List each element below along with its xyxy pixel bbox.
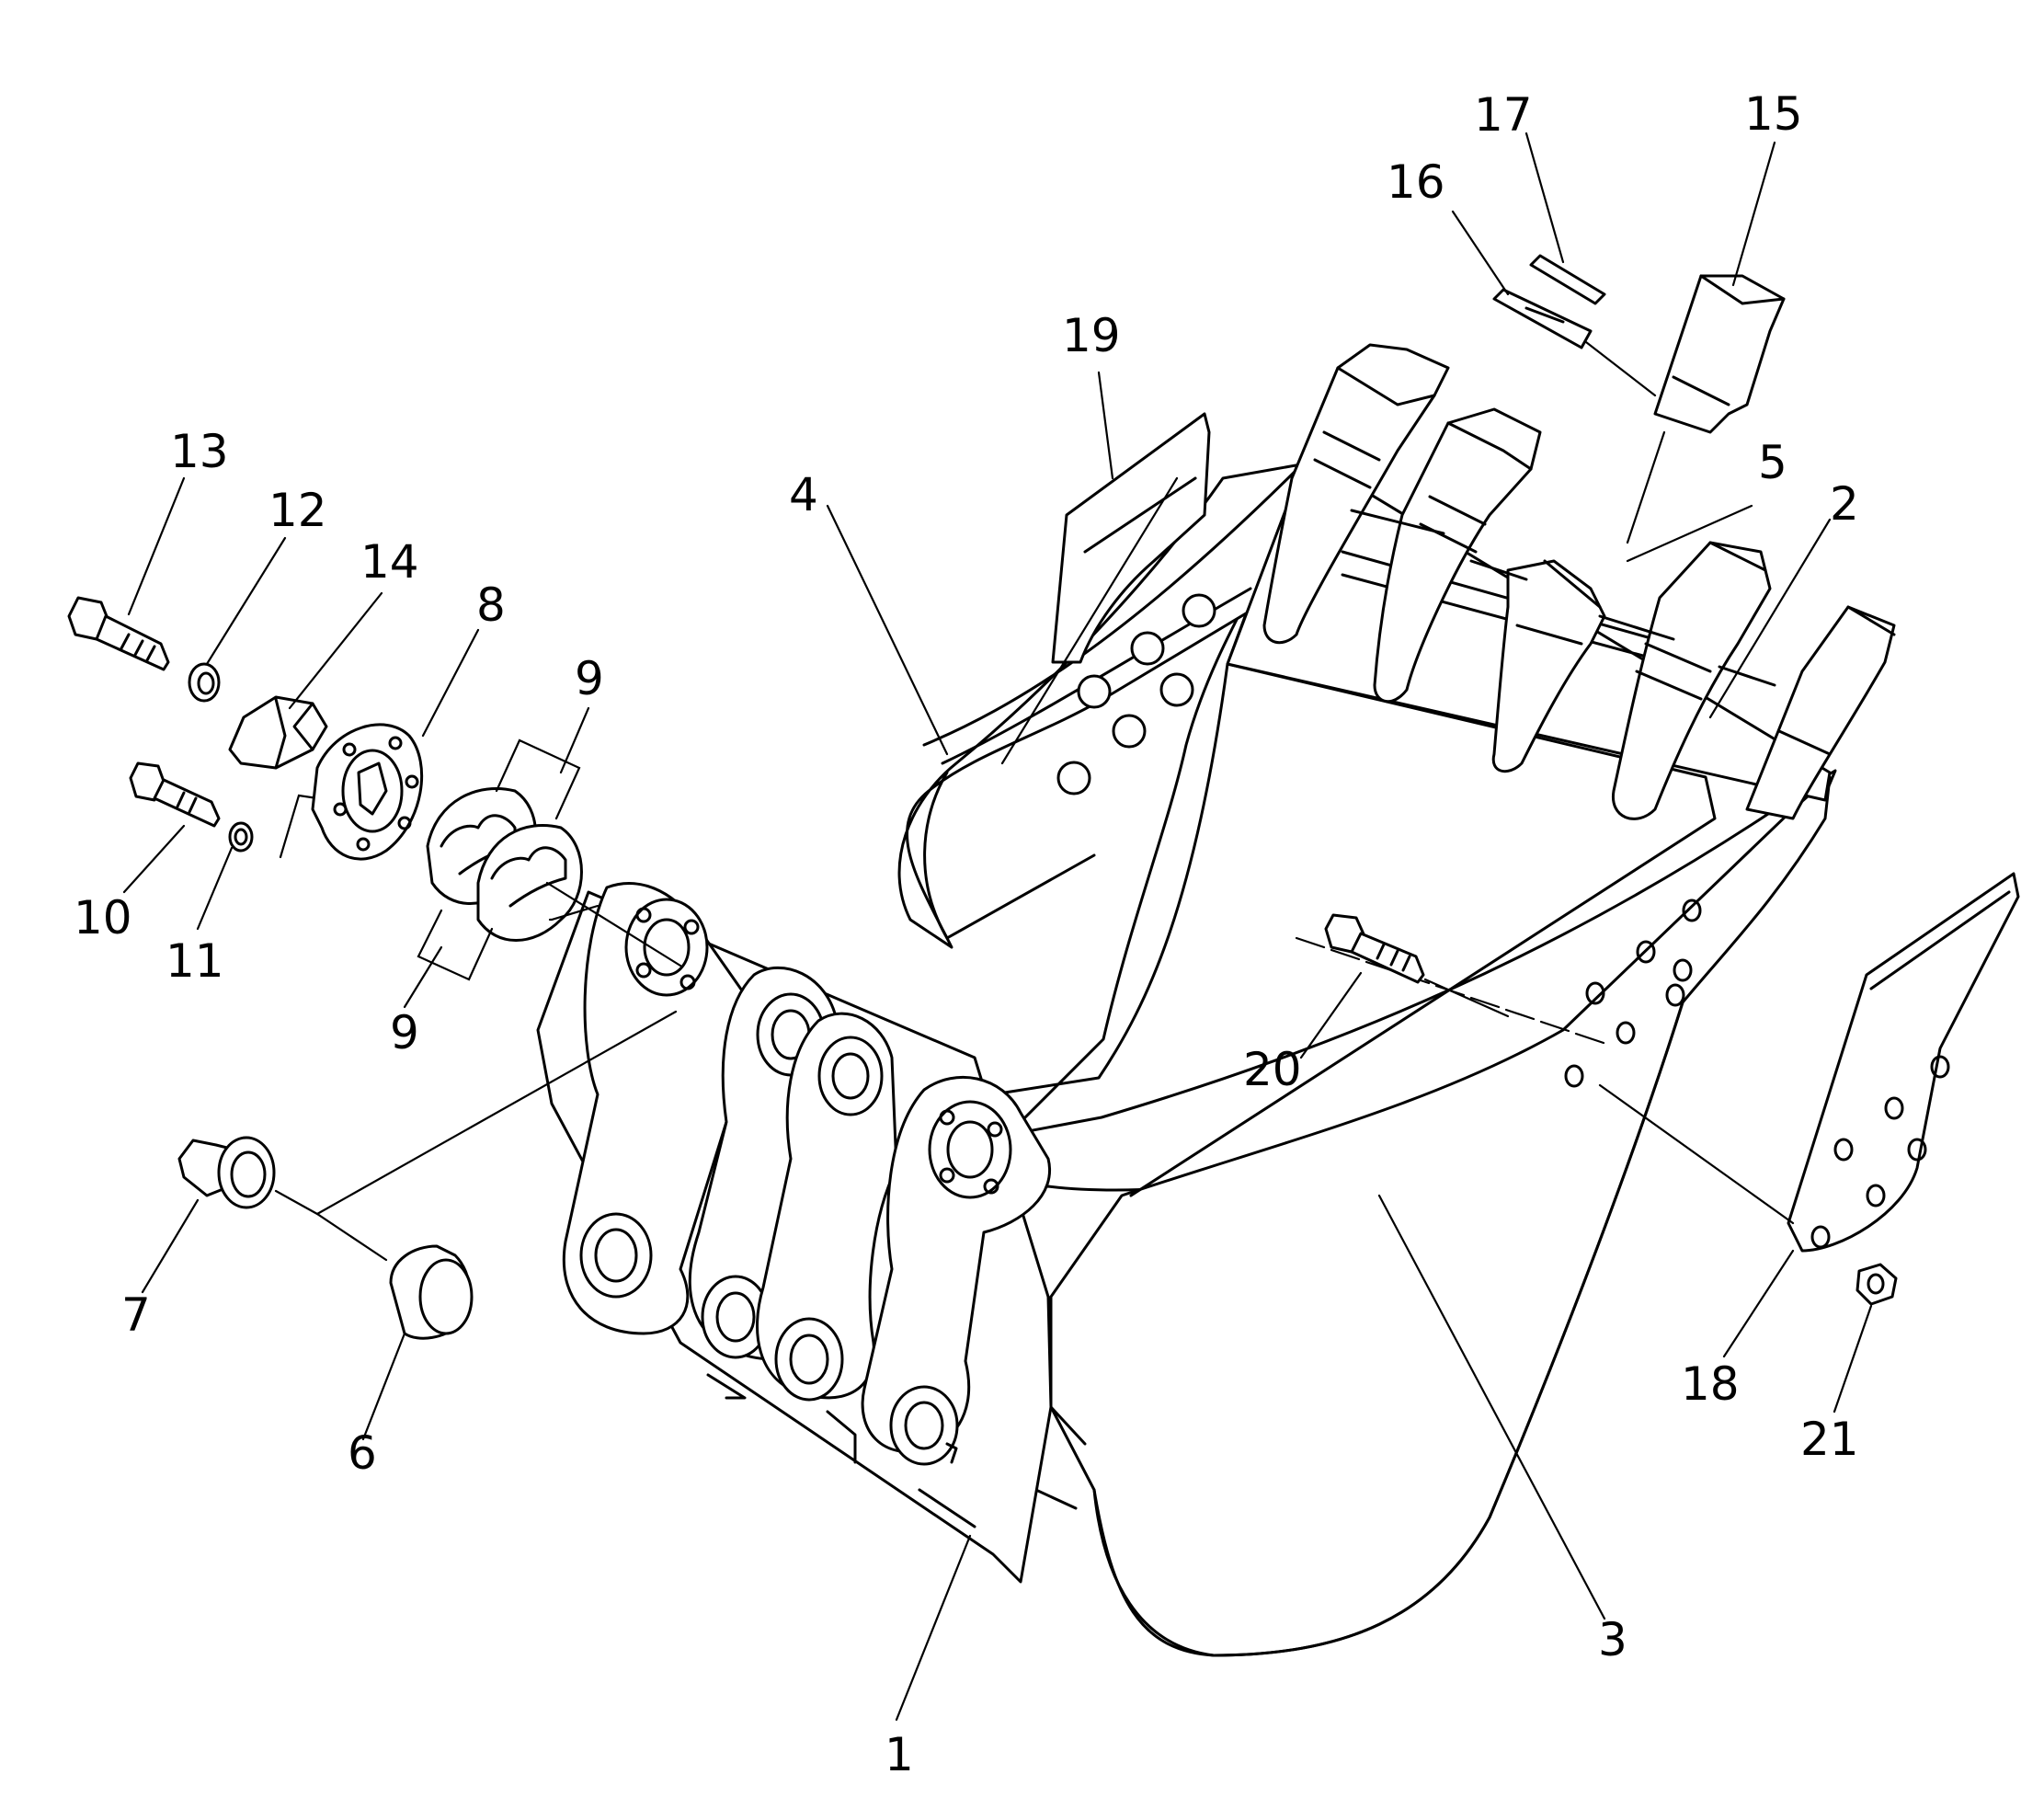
callout-2: 2 bbox=[1830, 477, 1859, 531]
callout-14: 14 bbox=[360, 535, 419, 589]
side-plate-bolts bbox=[1056, 593, 1216, 796]
callout-10: 10 bbox=[74, 891, 132, 944]
callout-7: 7 bbox=[121, 1288, 151, 1342]
callout-labels: 1 2 3 4 5 6 7 8 9 9 10 11 12 13 14 15 16… bbox=[74, 87, 1859, 1781]
flange-8 bbox=[311, 723, 424, 861]
shims-9 bbox=[417, 738, 583, 981]
callout-11: 11 bbox=[166, 934, 224, 988]
tooth-5 bbox=[1745, 605, 1896, 820]
callout-3: 3 bbox=[1598, 1613, 1627, 1666]
tooth-1 bbox=[1262, 343, 1450, 645]
callout-13: 13 bbox=[170, 425, 229, 478]
callout-4: 4 bbox=[789, 468, 818, 521]
callout-19: 19 bbox=[1062, 309, 1121, 362]
bushing-7 bbox=[177, 1136, 276, 1209]
exploded-tooth-parts bbox=[1492, 254, 1786, 544]
callout-9-top: 9 bbox=[575, 652, 604, 705]
hinge-brackets bbox=[536, 882, 1053, 1584]
washer-12 bbox=[188, 662, 221, 703]
callout-6: 6 bbox=[348, 1426, 377, 1480]
bolt-10 bbox=[129, 761, 221, 828]
bucket-teeth bbox=[1262, 343, 1896, 820]
side-cutter-19 bbox=[1051, 412, 1211, 664]
clamp-14 bbox=[228, 695, 328, 770]
callout-12: 12 bbox=[268, 484, 327, 537]
callout-16: 16 bbox=[1387, 155, 1445, 209]
callout-20: 20 bbox=[1243, 1043, 1302, 1096]
callout-1: 1 bbox=[885, 1728, 914, 1781]
exploded-hardware bbox=[67, 596, 1898, 1340]
callout-5: 5 bbox=[1758, 436, 1787, 489]
bolt-13 bbox=[67, 596, 170, 671]
callout-15: 15 bbox=[1744, 87, 1803, 141]
leader-lines bbox=[122, 132, 1873, 1722]
tooth-4 bbox=[1612, 541, 1772, 820]
nut-21 bbox=[1855, 1263, 1898, 1306]
side-plate-holes bbox=[1564, 899, 1702, 1088]
callout-21: 21 bbox=[1800, 1413, 1859, 1466]
tooth-3 bbox=[1491, 559, 1606, 773]
pin-6 bbox=[389, 1244, 474, 1340]
callout-17: 17 bbox=[1474, 88, 1533, 142]
callout-9-bottom: 9 bbox=[390, 1006, 419, 1059]
bolt-20 bbox=[1324, 913, 1425, 984]
callout-18: 18 bbox=[1681, 1357, 1740, 1411]
washer-11 bbox=[228, 821, 254, 853]
callout-8: 8 bbox=[476, 578, 506, 632]
side-cutter-18 bbox=[1787, 872, 2020, 1253]
assembly-lines bbox=[274, 476, 1179, 1262]
tooth-2 bbox=[1373, 407, 1542, 704]
